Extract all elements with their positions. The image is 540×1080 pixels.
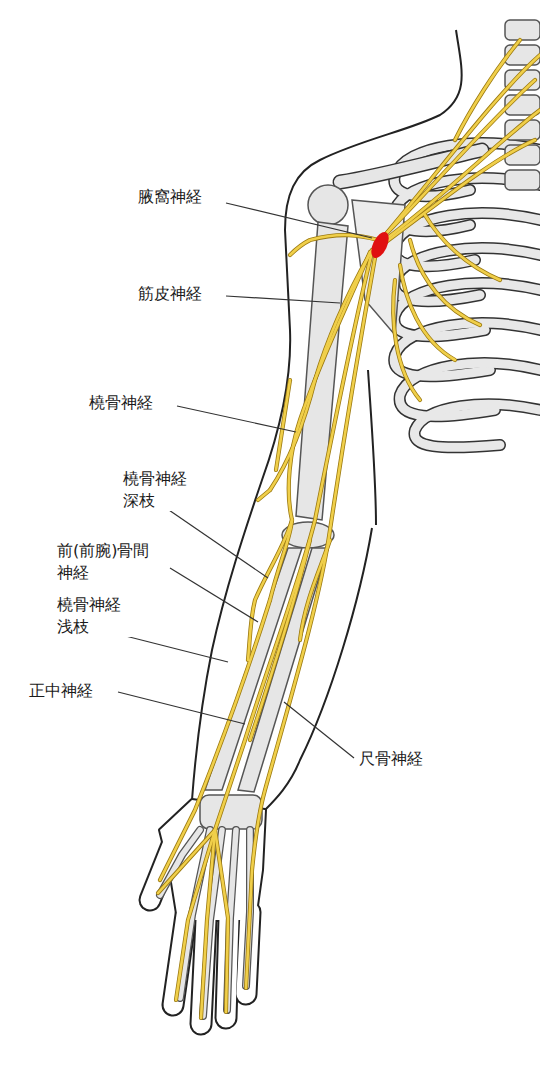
leader-lines xyxy=(166,508,268,578)
leader-lines xyxy=(177,406,296,432)
arm-bones xyxy=(308,185,348,225)
rib-cage xyxy=(394,143,540,447)
body-outline xyxy=(192,30,462,810)
spine xyxy=(505,170,540,190)
nerve-label: 橈骨神経 浅枝 xyxy=(56,594,132,637)
nerve-label: 前(前腕)骨間 神経 xyxy=(56,540,168,583)
nerve-label: 正中神経 xyxy=(28,680,94,702)
nerve-label: 筋皮神経 xyxy=(137,283,203,305)
rib-cage xyxy=(394,143,540,447)
nerve-label: 橈骨神経 xyxy=(88,392,154,414)
rib-cage xyxy=(394,143,540,447)
nerves xyxy=(158,40,540,1018)
spine xyxy=(505,20,540,40)
nerve-label: 尺骨神経 xyxy=(358,748,424,770)
leader-lines xyxy=(226,296,340,303)
nerves xyxy=(158,40,540,1018)
leader-lines xyxy=(170,568,258,622)
arm-bones xyxy=(200,185,348,829)
body-outline xyxy=(368,370,376,525)
leader-lines xyxy=(226,203,372,238)
leader-lines xyxy=(118,692,245,724)
leader-lines xyxy=(94,203,372,758)
arm-bones xyxy=(200,795,262,829)
nerves xyxy=(158,40,540,1018)
leader-lines xyxy=(284,702,354,758)
highlight-spot xyxy=(368,229,393,260)
nerve-label: 腋窩神経 xyxy=(137,186,203,208)
nerve-label: 橈骨神経 深枝 xyxy=(122,468,198,511)
body-outline xyxy=(192,30,462,800)
